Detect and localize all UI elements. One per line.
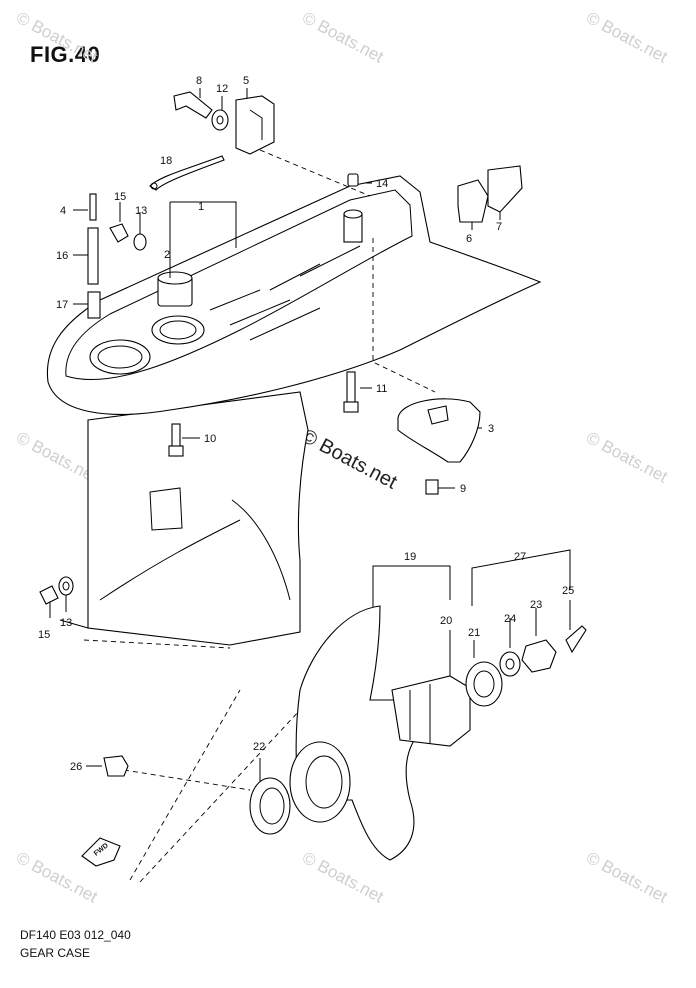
callout-numbers: 8 12 5 18 14 15 13 4 1 2 16 17 6 7 11 10…: [38, 75, 574, 858]
callout-3: 3: [488, 423, 494, 435]
callout-23: 23: [530, 599, 542, 611]
figure-title: FIG.40: [30, 42, 101, 67]
model-code: DF140 E03 012_040: [20, 928, 131, 942]
callout-5: 5: [243, 75, 249, 87]
callout-13: 13: [135, 205, 147, 217]
callout-25: 25: [562, 585, 574, 597]
callout-7: 7: [496, 221, 502, 233]
callout-27: 27: [514, 551, 526, 563]
callout-10: 10: [204, 433, 216, 445]
callout-26: 26: [70, 761, 82, 773]
callout-15-lower: 15: [38, 629, 50, 641]
callout-8: 8: [196, 75, 202, 87]
callout-16: 16: [56, 250, 68, 262]
callout-13-lower: 13: [60, 617, 72, 629]
callout-22: 22: [253, 741, 265, 753]
callout-15: 15: [114, 191, 126, 203]
callout-6: 6: [466, 233, 472, 245]
section-name: GEAR CASE: [20, 946, 91, 960]
callout-11: 11: [376, 383, 387, 395]
callout-1: 1: [198, 201, 204, 213]
gear-case-housing: [46, 175, 542, 646]
callout-17: 17: [56, 299, 68, 311]
callout-2: 2: [164, 249, 170, 261]
callout-14: 14: [376, 178, 388, 190]
callout-20: 20: [440, 615, 452, 627]
callout-21: 21: [468, 627, 480, 639]
callout-12: 12: [216, 83, 228, 95]
callout-18: 18: [160, 155, 172, 167]
small-parts: [39, 91, 523, 777]
callout-24: 24: [504, 613, 516, 625]
callout-19: 19: [404, 551, 416, 563]
callout-9: 9: [460, 483, 466, 495]
propeller-assembly: [81, 605, 587, 867]
callout-4: 4: [60, 205, 66, 217]
